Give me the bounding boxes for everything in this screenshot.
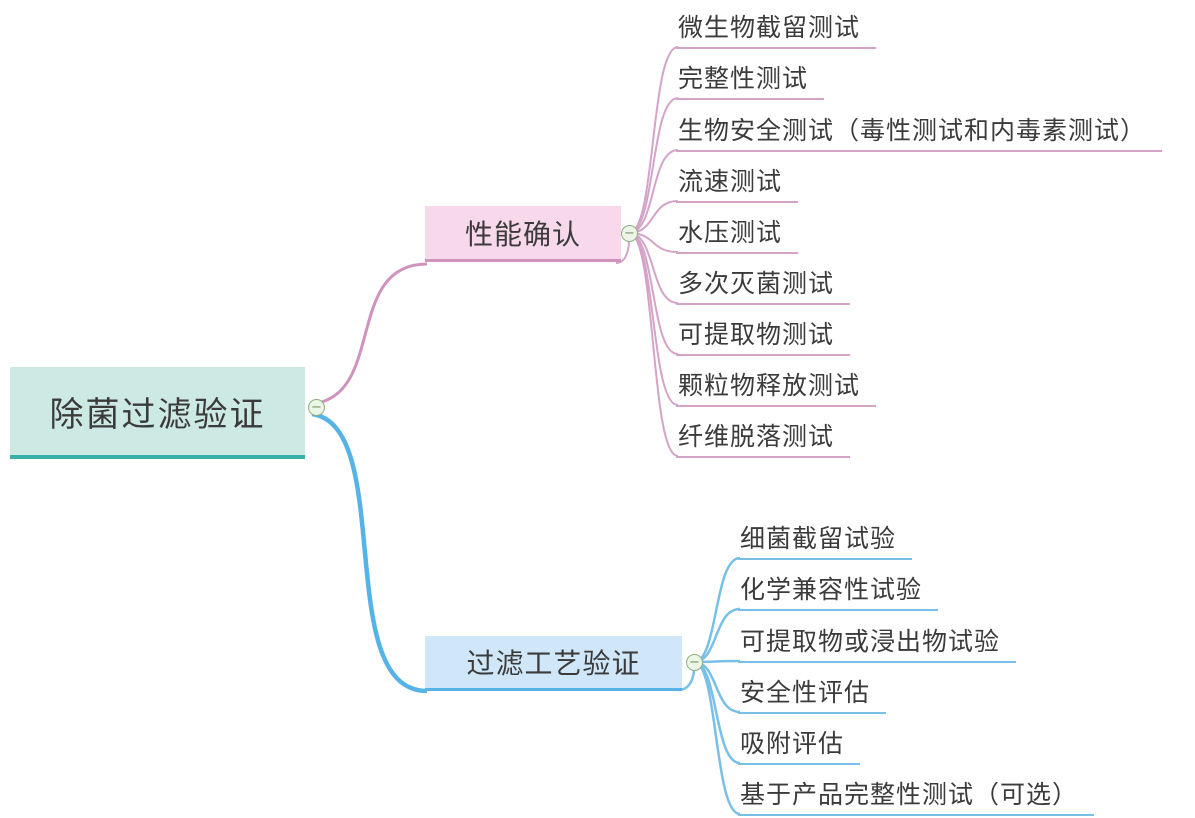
leaf-node[interactable]: 可提取物测试 <box>676 320 851 356</box>
collapse-icon[interactable]: − <box>686 654 703 671</box>
leaf-node[interactable]: 细菌截留试验 <box>738 524 913 560</box>
leaf-node[interactable]: 可提取物或浸出物试验 <box>738 627 1017 663</box>
minus-icon: − <box>624 226 635 241</box>
performance-branch-connectors <box>615 46 679 457</box>
leaf-node[interactable]: 生物安全测试（毒性测试和内毒素测试） <box>676 116 1163 152</box>
leaf-node[interactable]: 颗粒物释放测试 <box>676 371 877 407</box>
root-node[interactable]: 除菌过滤验证 <box>10 367 305 459</box>
leaf-node[interactable]: 完整性测试 <box>676 64 825 100</box>
process-branch-connectors <box>677 556 741 816</box>
minus-icon: − <box>311 400 322 415</box>
leaf-node[interactable]: 化学兼容性试验 <box>738 575 939 611</box>
leaf-node[interactable]: 基于产品完整性测试（可选） <box>738 780 1095 816</box>
leaf-node[interactable]: 多次灭菌测试 <box>676 269 851 305</box>
leaf-node[interactable]: 吸附评估 <box>738 729 861 765</box>
branch-node-performance-qualification[interactable]: 性能确认 <box>425 206 621 262</box>
leaf-node[interactable]: 纤维脱落测试 <box>676 422 851 458</box>
collapse-icon[interactable]: − <box>308 399 325 416</box>
leaf-node[interactable]: 流速测试 <box>676 167 799 203</box>
collapse-icon[interactable]: − <box>621 225 638 242</box>
minus-icon: − <box>689 655 700 670</box>
branch-node-filtration-process-validation[interactable]: 过滤工艺验证 <box>425 636 682 691</box>
leaf-node[interactable]: 水压测试 <box>676 218 799 254</box>
leaf-node[interactable]: 微生物截留测试 <box>676 13 877 49</box>
leaf-node[interactable]: 安全性评估 <box>738 678 887 714</box>
root-connectors <box>311 262 428 694</box>
